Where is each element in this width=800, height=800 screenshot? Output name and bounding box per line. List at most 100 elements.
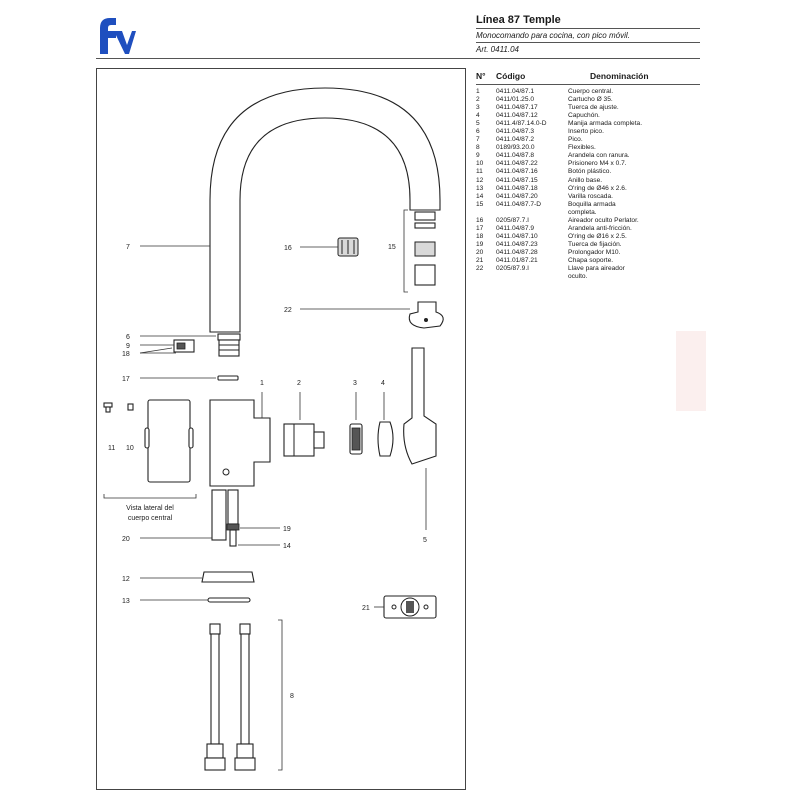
oring-part-13 (207, 597, 251, 603)
part-code: 0205/87.9.I (496, 265, 529, 273)
adjustment-nut-part-3 (349, 423, 363, 455)
support-plate-part-21 (383, 595, 437, 619)
part-description: Pico. (568, 136, 583, 144)
part-number: 18 (476, 232, 484, 240)
callout-9: 9 (126, 343, 130, 350)
callout-14: 14 (283, 543, 291, 550)
col-header-description: Denominación (590, 71, 649, 81)
part-description: Tuerca de fijación. (568, 240, 622, 248)
flexible-hose-right-part-8 (234, 623, 256, 771)
part-number: 19 (476, 240, 484, 248)
callout-22: 22 (284, 307, 292, 314)
part-description: Flexibles. (568, 144, 596, 152)
part-number: 22 (476, 265, 484, 273)
part-description: oculto. (568, 273, 588, 281)
part-description: Boquilla armada (568, 200, 616, 208)
part-number: 15 (476, 200, 484, 208)
side-view-label-2: cuerpo central (128, 515, 173, 522)
part-description: Prolongador M10. (568, 248, 621, 256)
callout-13: 13 (122, 598, 130, 605)
diagram-frame (96, 68, 466, 790)
part-description: Aireador oculto Perlator. (568, 216, 639, 224)
part-code: 0189/93.20.0 (496, 144, 535, 152)
part-description: Varilla roscada. (568, 192, 613, 200)
part-code: 0411.04/87.3 (496, 128, 535, 136)
part-description: Chapa soporte. (568, 256, 614, 264)
callout-16: 16 (284, 245, 292, 252)
part-description: Capuchón. (568, 112, 600, 120)
fixing-nut-part-19 (226, 489, 240, 531)
callout-7: 7 (126, 244, 130, 251)
part-number: 6 (476, 128, 480, 136)
part-code: 0411.04/87.2 (496, 136, 535, 144)
part-code: 0411.04/87.15 (496, 176, 538, 184)
part-code: 0411.04/87.1 (496, 88, 535, 95)
table-row: 3 0411.04/87.17 Tuerca de ajuste. (476, 104, 686, 112)
table-row: 8 0189/93.20.0 Flexibles. (476, 144, 686, 152)
side-view-label-1: Vista lateral del (126, 505, 174, 512)
part-code: 0411.04/87.17 (496, 104, 538, 112)
table-row: 22 0205/87.9.I Llave para aireador (476, 265, 686, 273)
part-number: 9 (476, 152, 480, 160)
aerator-key-part-22 (408, 301, 444, 329)
table-row: 21 0411.01/87.21 Chapa soporte. (476, 257, 686, 265)
part-code: 0411/01.25.0 (496, 96, 535, 104)
spout-insert-part-6 (217, 333, 241, 357)
table-row: oculto. (476, 273, 686, 281)
table-row: completa. (476, 209, 686, 217)
part-number: 7 (476, 136, 480, 144)
aerator-part-16 (337, 237, 359, 257)
callout-19: 19 (283, 526, 291, 533)
part-description: Arandela anti-fricción. (568, 224, 632, 232)
callout-4: 4 (381, 380, 385, 387)
part-code: 0411.04/87.10 (496, 232, 538, 240)
part-number: 8 (476, 144, 480, 152)
callout-6: 6 (126, 334, 130, 341)
base-ring-part-12 (201, 571, 255, 583)
part-code: 0411.04/87.12 (496, 112, 538, 120)
part-number: 10 (476, 160, 484, 168)
part-number: 13 (476, 184, 484, 192)
threaded-rod-part-14 (229, 529, 237, 547)
part-code: 0411.04/87.18 (496, 184, 538, 192)
page-subtitle: Monocomando para cocina, con pico móvil. (476, 31, 630, 40)
washer-part-9 (173, 339, 195, 353)
part-description: Tuerca de ajuste. (568, 104, 619, 112)
part-description: O'ring de Ø16 x 2.5. (568, 232, 627, 240)
callout-8: 8 (290, 693, 294, 700)
central-body-part-1 (209, 399, 271, 487)
part-number: 21 (476, 256, 484, 264)
callout-1: 1 (260, 380, 264, 387)
part-code: 0411.4/87.14.0-D (496, 120, 547, 128)
callout-3: 3 (353, 380, 357, 387)
part-description: completa. (568, 208, 597, 216)
part-code: 0411.04/87.9 (496, 224, 535, 232)
callout-10: 10 (126, 445, 134, 452)
part-number: 2 (476, 96, 480, 104)
table-row: 18 0411.04/87.10 O'ring de Ø16 x 2.5. (476, 233, 686, 241)
col-header-code: Código (496, 71, 526, 81)
part-number: 20 (476, 248, 484, 256)
part-code: 0411.01/87.21 (496, 256, 538, 264)
header-rule-1 (476, 28, 700, 29)
article-number: Art. 0411.04 (476, 45, 519, 54)
part-number: 3 (476, 104, 480, 112)
part-description: Llave para aireador (568, 265, 625, 273)
fv-logo (100, 18, 136, 54)
part-number: 5 (476, 120, 480, 128)
part-code: 0411.04/87.16 (496, 168, 538, 176)
part-code: 0411.04/87.8 (496, 152, 535, 160)
part-description: Cuerpo central. (568, 88, 614, 95)
callout-11: 11 (108, 445, 115, 452)
